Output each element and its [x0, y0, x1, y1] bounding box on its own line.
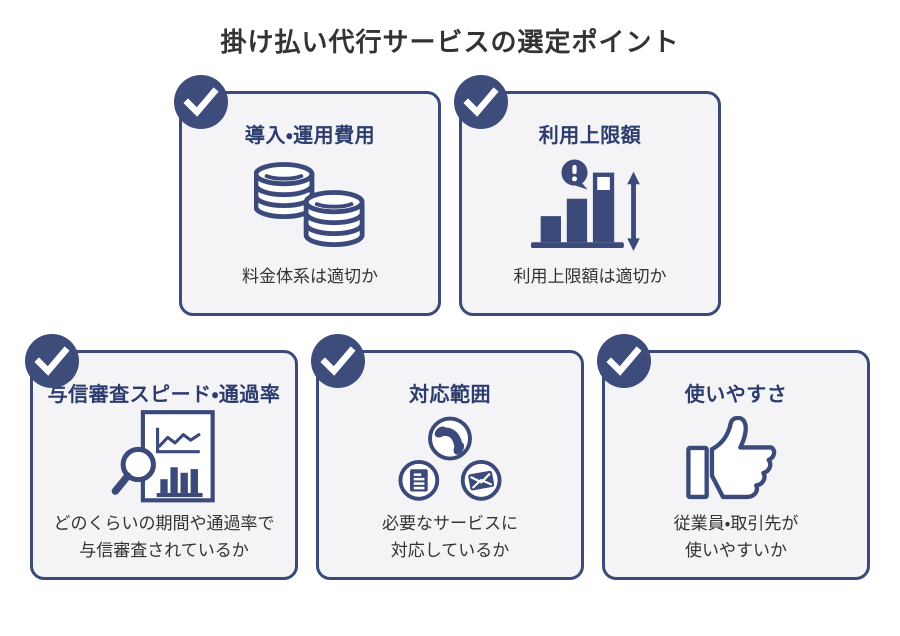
- description-line: 対応しているか: [390, 541, 510, 560]
- description-line: 従業員・取引先が: [673, 514, 799, 533]
- card-title: 使いやすさ: [684, 384, 788, 406]
- infographic-page: 掛け払い代行サービスの選定ポイント 導入・運用費用: [0, 22, 900, 636]
- page-title: 掛け払い代行サービスの選定ポイント: [220, 27, 680, 57]
- description-line: 料金体系は適切か: [242, 267, 378, 286]
- card-row-bottom: 与信審査スピード・通過率: [0, 334, 900, 580]
- description-line: 使いやすいか: [685, 541, 787, 560]
- card-credit-screening: 与信審査スピード・通過率: [25, 334, 298, 580]
- card-title: 導入・運用費用: [244, 125, 376, 147]
- card-title: 利用上限額: [538, 125, 642, 147]
- contact-channels-icon: [397, 407, 503, 510]
- card-title: 対応範囲: [409, 384, 491, 406]
- check-icon: [25, 334, 79, 388]
- card-description: 利用上限額は適切か: [514, 263, 667, 290]
- bar-chart-limit-icon: [531, 148, 649, 263]
- card-row-top: 導入・運用費用: [0, 75, 900, 316]
- check-circle: [597, 334, 651, 388]
- card-service-scope: 対応範囲: [311, 334, 584, 580]
- card-description: 料金体系は適切か: [242, 263, 378, 290]
- check-icon: [454, 75, 508, 129]
- description-line: 利用上限額は適切か: [513, 267, 667, 286]
- phone-icon: [428, 416, 472, 460]
- description-line: どのくらいの期間や通過率で: [53, 514, 275, 533]
- check-icon: [311, 334, 365, 388]
- description-line: 必要なサービスに: [382, 514, 518, 533]
- card-description: 必要なサービスに 対応しているか: [382, 510, 518, 564]
- check-icon: [597, 334, 651, 388]
- card-intro-cost: 導入・運用費用: [174, 75, 441, 316]
- check-icon: [174, 75, 228, 129]
- check-circle: [174, 75, 228, 129]
- card-usability: 使いやすさ 従業員・取引先が 使いやすいか: [597, 334, 870, 580]
- coins-icon: [254, 148, 366, 263]
- check-circle: [311, 334, 365, 388]
- report-magnifier-icon: [108, 407, 220, 510]
- card-usage-limit: 利用上限額: [454, 75, 721, 316]
- check-circle: [454, 75, 508, 129]
- card-description: 従業員・取引先が 使いやすいか: [674, 510, 799, 564]
- check-circle: [25, 334, 79, 388]
- thumbs-up-icon: [686, 407, 786, 510]
- description-line: 与信審査されているか: [79, 541, 249, 560]
- card-description: どのくらいの期間や通過率で 与信審査されているか: [54, 510, 275, 564]
- card-title: 与信審査スピード・通過率: [47, 384, 281, 406]
